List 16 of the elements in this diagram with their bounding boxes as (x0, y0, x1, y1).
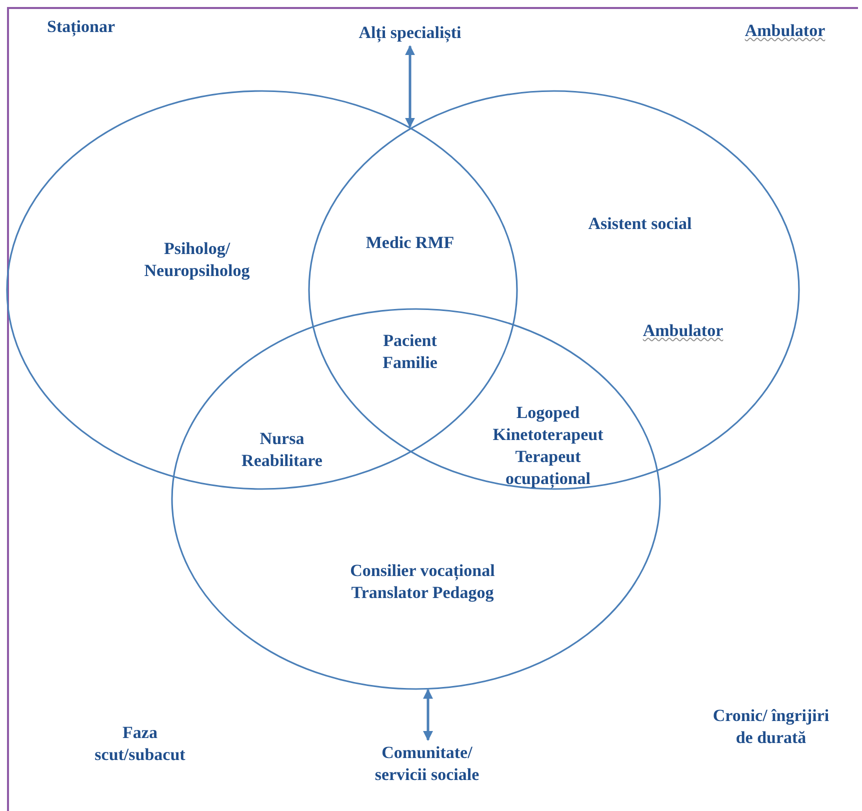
double-arrow (405, 45, 415, 128)
region-label: Medic RMF (364, 232, 456, 254)
double-arrow (423, 688, 433, 741)
region-label: Logoped Kinetoterapeut Terapeut ocupațional (492, 402, 604, 490)
region-label: Ambulator (642, 320, 724, 342)
node-label: Alți specialiști (330, 22, 490, 44)
region-label: Consilier vocațional Translator Pedagog (349, 560, 496, 604)
region-label: Nursa Reabilitare (240, 428, 324, 472)
region-label: Staționar (46, 16, 116, 38)
region-label: Faza scut/subacut (94, 722, 186, 766)
region-label: Psiholog/ Neuropsiholog (143, 238, 251, 282)
region-label: Asistent social (587, 213, 693, 235)
node-label: Comunitate/ servicii sociale (362, 742, 492, 786)
region-label: Pacient Familie (382, 330, 438, 374)
region-label: Ambulator (744, 20, 826, 42)
region-label: Cronic/ îngrijiri de durată (712, 705, 830, 750)
